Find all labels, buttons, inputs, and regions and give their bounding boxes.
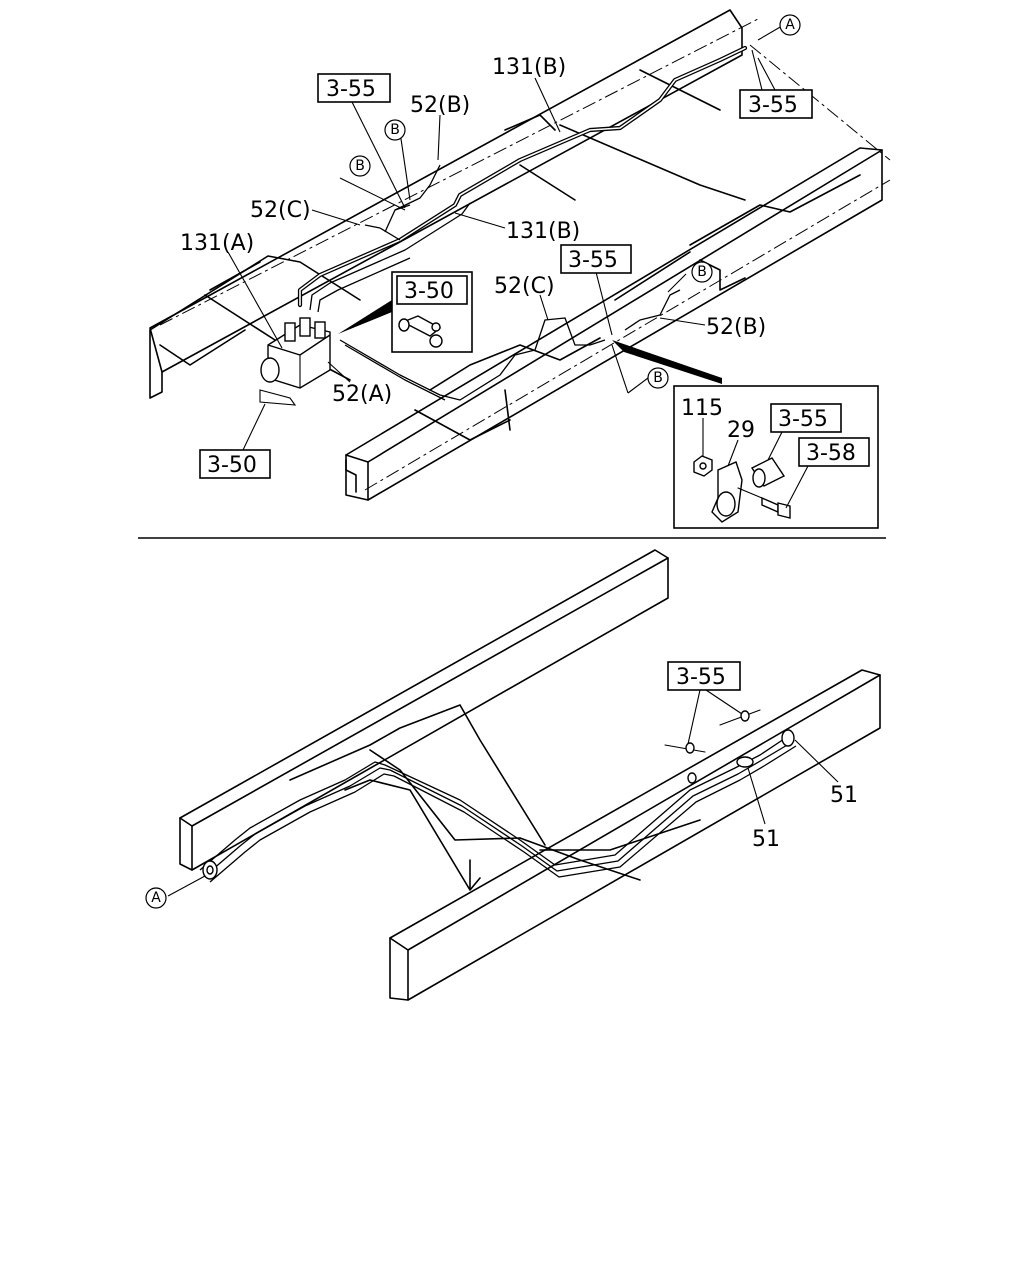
- upper-leader-lines: [227, 25, 809, 509]
- svg-text:3-55: 3-55: [326, 77, 376, 102]
- label-51-right: 51: [830, 783, 858, 808]
- abs-hydraulic-unit: [259, 317, 331, 406]
- svg-text:3-50: 3-50: [404, 279, 454, 304]
- ref-box-3-55-topleft: 3-55: [317, 73, 391, 103]
- lower-callouts: A: [145, 887, 167, 909]
- ref-box-3-50-inset: 3-50: [396, 275, 468, 305]
- label-52C-left: 52(C): [250, 198, 311, 223]
- ref-box-3-55-mid: 3-55: [560, 244, 632, 274]
- upper-reference-boxes: 3-55 3-55 3-50 3-55 3-50 3-55 3-58: [199, 73, 870, 479]
- label-131B-mid: 131(B): [506, 219, 580, 244]
- label-52A: 52(A): [332, 382, 392, 407]
- callout-A-upper: A: [779, 14, 801, 36]
- lower-reference-boxes: 3-55: [667, 661, 741, 691]
- svg-text:3-50: 3-50: [207, 453, 257, 478]
- upper-brake-pipes: [297, 45, 748, 401]
- ref-box-3-55-topright: 3-55: [739, 89, 813, 119]
- ref-box-3-50-bottom: 3-50: [199, 449, 271, 479]
- svg-text:A: A: [151, 890, 161, 906]
- svg-text:3-55: 3-55: [676, 665, 726, 690]
- svg-text:A: A: [785, 17, 795, 33]
- label-115: 115: [681, 396, 723, 421]
- upper-part-labels: 131(B) 52(B) 52(C) 131(B) 131(A) 52(C) 5…: [180, 55, 766, 443]
- callout-B-1: B: [384, 119, 406, 141]
- upper-callouts: A B B B B: [349, 14, 801, 389]
- svg-text:3-55: 3-55: [778, 407, 828, 432]
- ref-box-3-55-lower: 3-55: [667, 661, 741, 691]
- callout-B-2: B: [349, 155, 371, 177]
- label-29: 29: [727, 418, 755, 443]
- upper-frame: [149, 9, 891, 501]
- label-131A: 131(A): [180, 231, 254, 256]
- label-52B-right: 52(B): [706, 315, 766, 340]
- svg-text:3-55: 3-55: [748, 93, 798, 118]
- label-51-mid: 51: [752, 827, 780, 852]
- ref-box-3-58-detail: 3-58: [798, 437, 870, 467]
- svg-text:B: B: [390, 122, 400, 138]
- callout-B-3: B: [691, 261, 713, 283]
- svg-text:B: B: [653, 370, 663, 386]
- callout-A-lower: A: [145, 887, 167, 909]
- label-52B-top: 52(B): [410, 93, 470, 118]
- svg-text:B: B: [697, 264, 707, 280]
- svg-text:3-58: 3-58: [806, 441, 856, 466]
- lower-leader-lines: [167, 689, 839, 897]
- lower-brake-pipes: [199, 709, 797, 883]
- label-52C-right: 52(C): [494, 274, 555, 299]
- svg-text:B: B: [355, 158, 365, 174]
- callout-B-4: B: [647, 367, 669, 389]
- svg-text:3-55: 3-55: [568, 248, 618, 273]
- lower-frame: [179, 549, 881, 1001]
- ref-box-3-55-detail: 3-55: [770, 403, 842, 433]
- lower-part-labels: 51 51: [752, 783, 858, 852]
- label-131B-top: 131(B): [492, 55, 566, 80]
